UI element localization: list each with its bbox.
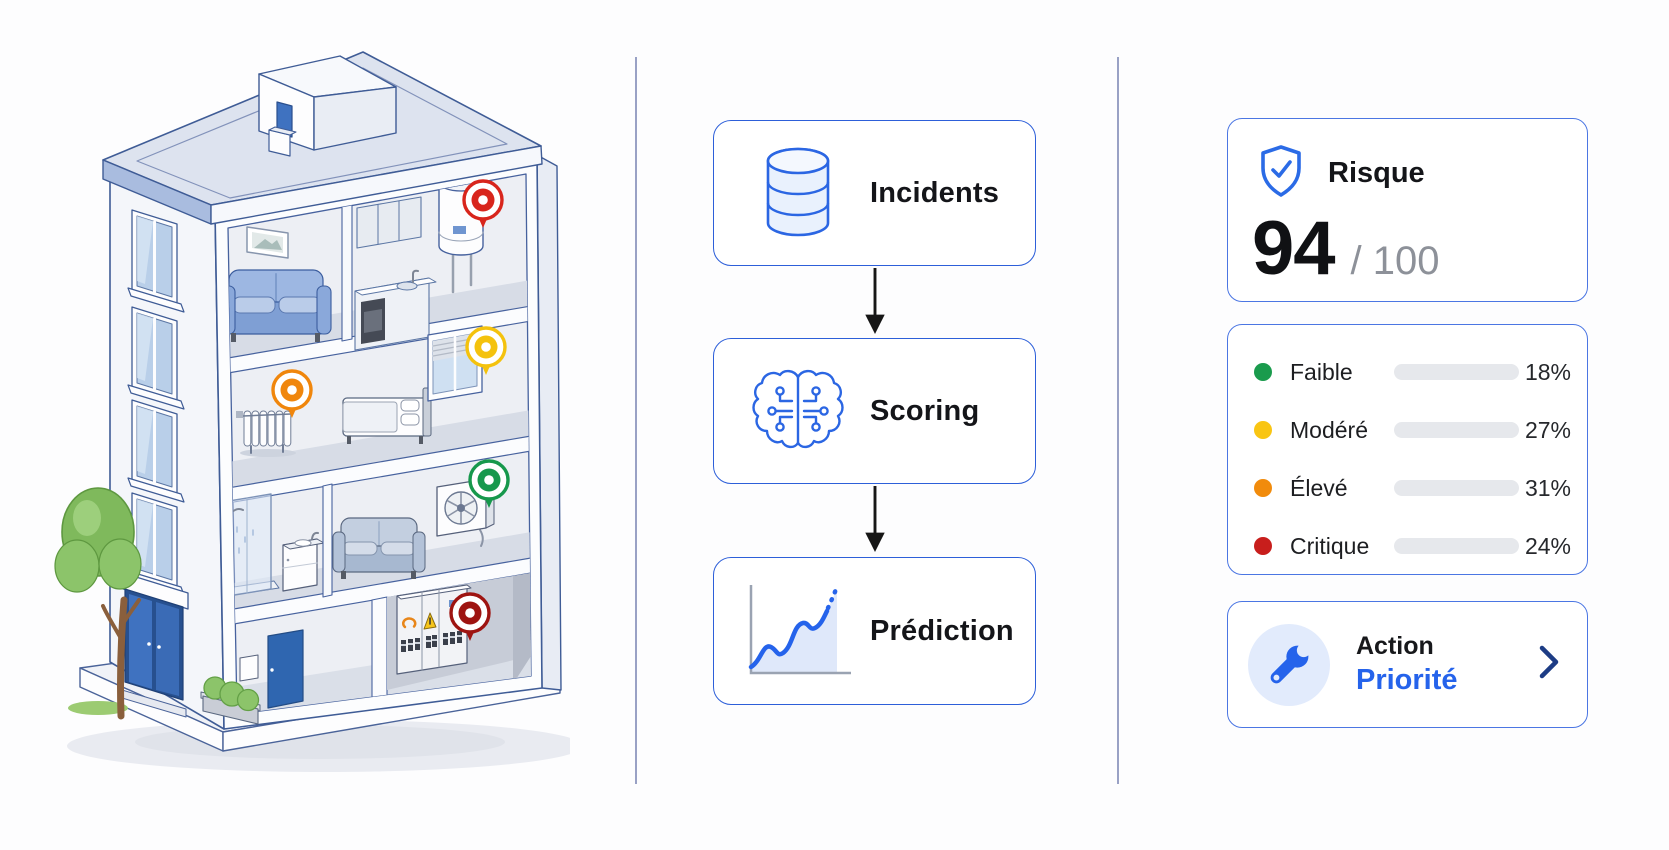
action-card-title: Action xyxy=(1356,632,1434,660)
shield-check-icon xyxy=(1258,144,1304,203)
level-percent: 31% xyxy=(1524,474,1571,501)
level-percent: 24% xyxy=(1524,532,1571,559)
flow-arrow-2 xyxy=(865,486,885,553)
flow-arrow-1 xyxy=(865,268,885,335)
status-pin-window[interactable] xyxy=(465,326,507,375)
grey-sofa xyxy=(332,517,426,579)
planter-bushes xyxy=(200,676,261,725)
radiator xyxy=(243,410,292,447)
tree xyxy=(54,487,142,720)
action-priority-card[interactable]: Action Priorité xyxy=(1227,601,1588,728)
level-row-critique: Critique 24% xyxy=(1254,524,1571,568)
interior-door xyxy=(267,629,304,709)
hazard-arc xyxy=(402,617,417,629)
level-row-eleve: Élevé 31% xyxy=(1254,466,1571,510)
level-bar-track xyxy=(1394,480,1519,496)
status-pin-radiator[interactable] xyxy=(271,369,313,418)
chevron-right-icon[interactable] xyxy=(1537,642,1561,687)
sink xyxy=(396,281,418,291)
divider-left xyxy=(635,57,637,784)
penthouse xyxy=(258,55,397,157)
level-percent: 27% xyxy=(1524,416,1571,443)
floor1-kitchen xyxy=(354,196,437,351)
floor1-living-room xyxy=(228,226,332,342)
level-percent: 18% xyxy=(1524,358,1571,385)
floor2-bedroom xyxy=(236,325,483,457)
wrench-icon xyxy=(1248,623,1330,706)
risk-card-title: Risque xyxy=(1328,157,1425,189)
status-pin-water-heater[interactable] xyxy=(462,179,504,228)
level-bar-track xyxy=(1394,422,1519,438)
level-dot xyxy=(1254,537,1272,555)
floor3-partition-wall xyxy=(322,483,333,598)
level-label: Modéré xyxy=(1290,416,1368,443)
action-card-subtitle: Priorité xyxy=(1356,664,1458,696)
level-bar-track xyxy=(1394,538,1519,554)
level-row-faible: Faible 18% xyxy=(1254,350,1571,394)
status-pin-electrical-panel[interactable] xyxy=(449,592,491,641)
pipeline-step-prediction: Prédiction xyxy=(713,557,1036,705)
floor1-partition-wall xyxy=(341,203,353,342)
level-dot xyxy=(1254,421,1272,439)
level-label: Faible xyxy=(1290,358,1353,385)
risk-levels-card: Faible 18% Modéré 27% Élevé 31% Critique… xyxy=(1227,324,1588,575)
divider-right xyxy=(1117,57,1119,784)
risk-score-card: Risque 94 / 100 xyxy=(1227,118,1588,302)
level-bar-track xyxy=(1394,364,1519,380)
ground-partition-wall xyxy=(371,596,388,700)
entrance-door xyxy=(119,571,189,718)
level-label: Élevé xyxy=(1290,474,1348,501)
blue-sofa xyxy=(228,269,332,342)
level-row-modere: Modéré 27% xyxy=(1254,408,1571,452)
pipeline-step-scoring: Scoring xyxy=(713,338,1036,484)
bed xyxy=(342,387,432,444)
pipeline-step-label: Scoring xyxy=(870,394,980,427)
intercom-box xyxy=(239,654,259,682)
level-dot xyxy=(1254,363,1272,381)
level-dot xyxy=(1254,479,1272,497)
building-cutaway-illustration xyxy=(54,51,570,772)
trend-chart-icon xyxy=(738,581,858,681)
level-label: Critique xyxy=(1290,532,1370,559)
risk-score-value: 94 xyxy=(1252,206,1336,291)
brain-circuit-icon xyxy=(738,365,858,457)
database-icon xyxy=(738,143,858,243)
pipeline-step-label: Incidents xyxy=(870,176,1000,209)
pipeline-step-label: Prédiction xyxy=(870,614,1014,647)
electrical-panel xyxy=(396,584,472,675)
pipeline-step-incidents: Incidents xyxy=(713,120,1036,266)
risk-score-suffix: / 100 xyxy=(1350,239,1440,283)
facade-windows xyxy=(126,209,186,597)
status-pin-ac-unit[interactable] xyxy=(468,459,510,508)
